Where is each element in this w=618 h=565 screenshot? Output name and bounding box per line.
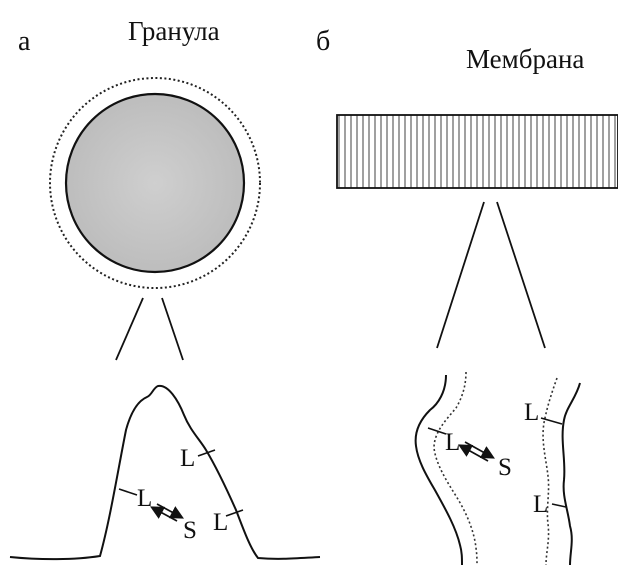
panel-letter-b: б [316,26,330,57]
tick-l-mid [119,489,137,495]
label-s-right: S [498,454,512,481]
granule-surface-profile [10,386,320,559]
label-l-main: L [445,429,460,456]
label-l-right: L [213,509,228,536]
label-l-top-right: L [524,399,539,426]
arrow-s-to-l-left [153,508,177,521]
panel-title-granule: Гранула [128,16,220,46]
panel-letter-a: а [18,26,31,57]
granule-body [66,94,244,272]
label-l-bottom-right: L [533,491,548,518]
pore-wall-right-dotted [543,378,557,565]
zoom-line-right-b [497,202,545,348]
label-l-top: L [180,445,195,472]
panel-right: б Мембрана L S L L [316,26,618,565]
label-s-left: S [183,517,197,544]
panel-left: а Гранула L L L S [10,16,320,559]
pore-wall-left-solid [416,375,462,565]
zoom-line-left-b [162,298,183,360]
tick-l-right [226,510,243,516]
tick-l-bottom-right [552,504,566,507]
pore-wall-left-dotted [434,372,477,565]
membrane-slab [337,115,618,188]
panel-title-membrane: Мембрана [466,44,584,74]
zoom-line-left-a [116,298,143,360]
pore-wall-right-solid [563,383,580,565]
arrow-l-to-s-left [157,504,181,517]
zoom-line-right-a [437,202,484,348]
label-l-mid: L [137,485,152,512]
